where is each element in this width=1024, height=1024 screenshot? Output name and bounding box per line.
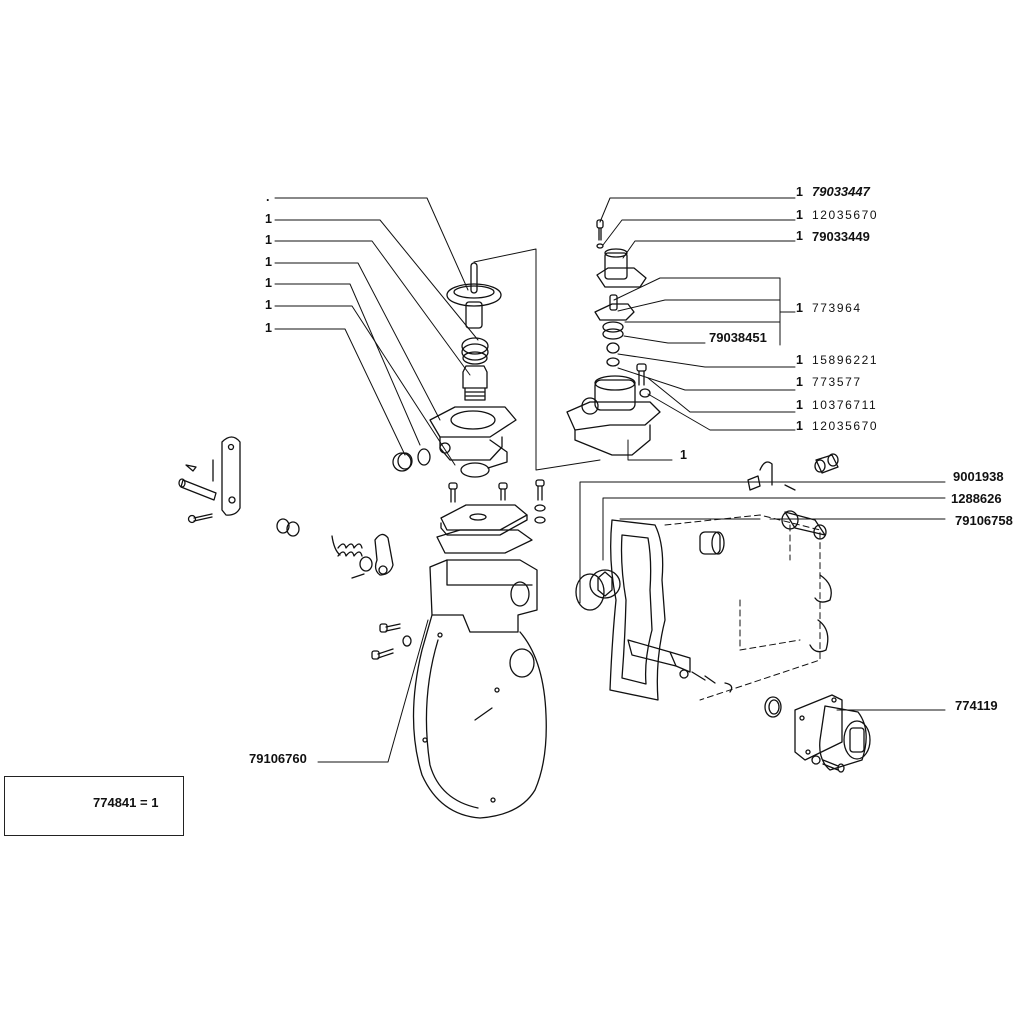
part-number-1288626: 1288626 — [951, 491, 1002, 506]
washer-part — [417, 448, 431, 466]
part-number-79106758: 79106758 — [955, 513, 1013, 528]
outlet-housing-part — [566, 375, 661, 456]
kit-box: 774841 = 1 — [4, 776, 184, 836]
right-callout-qty-7: 1 — [796, 375, 803, 389]
right-callout-qty-1: 1 — [796, 185, 803, 199]
part-number-79038451: 79038451 — [709, 330, 767, 345]
fitting-part — [747, 461, 796, 491]
part-number-12035670-b: 12035670 — [812, 419, 879, 433]
body-lobe — [809, 619, 829, 653]
clip-part — [185, 464, 197, 472]
right-callout-qty-4: 1 — [796, 301, 803, 315]
left-callout-qty-1: . — [266, 190, 270, 204]
washer-pair-part — [276, 518, 300, 537]
bolt-part — [636, 363, 647, 386]
right-leaders — [579, 481, 946, 711]
valve-part — [462, 365, 488, 401]
part-number-10376711: 10376711 — [812, 398, 878, 412]
part-number-79033447: 79033447 — [812, 184, 870, 199]
spring-lever-part — [331, 533, 394, 579]
cover-bolts — [448, 479, 546, 524]
left-callout-qty-7: 1 — [265, 321, 272, 335]
lever-part — [221, 436, 241, 516]
pump-body-part — [412, 559, 547, 819]
solenoid-bolts — [811, 755, 845, 773]
bottom-leader-line — [317, 619, 429, 763]
solenoid-plunger-part — [594, 294, 635, 340]
diaphragm-housing — [429, 406, 517, 469]
cover-plate-part — [440, 504, 528, 536]
screw-part — [187, 513, 213, 524]
diaphragm-part — [446, 262, 502, 329]
body-lobe — [814, 574, 832, 603]
left-callout-qty-5: 1 — [265, 276, 272, 290]
part-number-9001938: 9001938 — [953, 469, 1004, 484]
solenoid-part — [794, 694, 871, 771]
left-callout-qty-6: 1 — [265, 298, 272, 312]
right-callout-qty-3: 1 — [796, 229, 803, 243]
housing-callout-qty: 1 — [680, 448, 687, 462]
connector-part — [781, 510, 827, 540]
right-callout-qty-8: 1 — [796, 398, 803, 412]
left-callout-qty-2: 1 — [265, 212, 272, 226]
part-number-79106760: 79106760 — [249, 751, 307, 766]
left-leader-lines — [274, 197, 479, 466]
left-callout-qty-4: 1 — [265, 255, 272, 269]
side-bolts — [371, 623, 412, 660]
washer-small-part — [596, 243, 604, 249]
kit-label: 774841 = 1 — [93, 795, 159, 810]
shaft-part — [627, 639, 733, 693]
screw-part — [596, 219, 604, 241]
right-callout-qty-6: 1 — [796, 353, 803, 367]
right-callout-qty-9: 1 — [796, 419, 803, 433]
part-number-773577: 773577 — [812, 375, 862, 389]
spring-part — [461, 337, 489, 365]
o-ring-part — [460, 462, 490, 478]
end-plate-gasket-part — [609, 519, 666, 701]
cap-part — [596, 248, 647, 288]
part-number-773964: 773964 — [812, 301, 862, 315]
seal-ring-part — [764, 696, 782, 718]
sleeve-part — [814, 453, 839, 474]
left-callout-qty-3: 1 — [265, 233, 272, 247]
plug-oring-part — [575, 569, 621, 611]
part-number-15896221: 15896221 — [812, 353, 879, 367]
gasket-part — [436, 529, 533, 554]
washer-part — [606, 357, 620, 367]
pump-right-body — [664, 514, 821, 701]
upper-right-leaders — [599, 197, 796, 431]
part-number-79033449: 79033449 — [812, 229, 870, 244]
part-number-774119: 774119 — [955, 698, 998, 713]
nut-part — [639, 388, 651, 398]
bushing-part — [699, 531, 725, 555]
plug-part — [392, 452, 413, 472]
nut-part — [606, 342, 620, 354]
right-callout-qty-2: 1 — [796, 208, 803, 222]
pin-part — [178, 478, 217, 501]
part-number-12035670: 12035670 — [812, 208, 879, 222]
